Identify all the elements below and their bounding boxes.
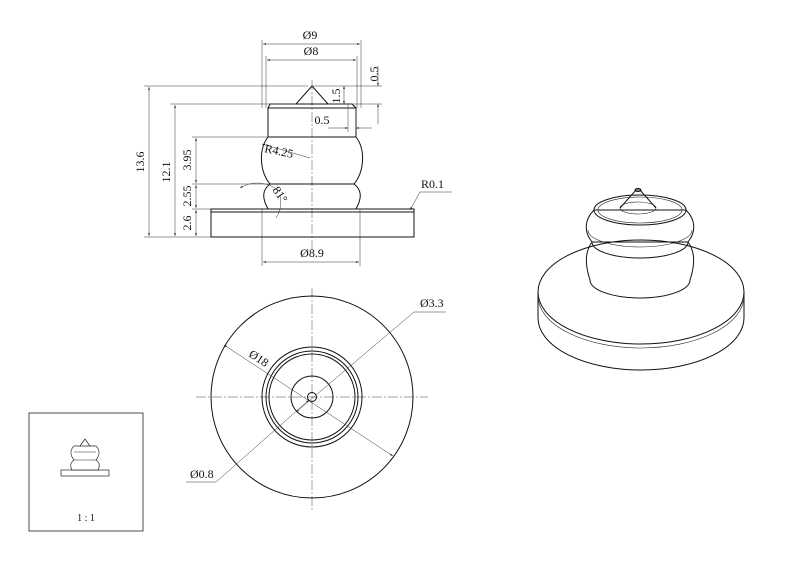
thumb-body [70,445,100,471]
dim-tip05v-label: 0.5 [367,67,381,82]
dim-dia8-label: Ø8 [304,44,319,58]
iso-body-upper-rim [591,241,689,259]
dim-dia9-label: Ø9 [303,28,318,42]
angle-arc-81 [239,182,281,193]
iso-flange-side [537,292,745,371]
angle-arc-81-b [275,195,282,219]
iso-body-lower [585,241,695,299]
scale-label: 1 : 1 [77,513,95,524]
dim-2-6-label: 2.6 [180,216,194,231]
dim-tip15-label: 1.5 [329,89,343,104]
thumbnail-box: 1 : 1 [28,412,144,532]
base-flange [210,208,415,238]
thumb-flange [60,469,110,477]
leader-r0-1 [409,191,452,211]
dim-dia89-label: Ø8.9 [300,246,324,260]
dim-angle-label: 81° [270,184,291,206]
iso-flange-top [537,239,745,345]
leader-dia3-3 [295,311,446,413]
dim-dia3-3-label: Ø3.3 [420,296,444,310]
dim-dia0-8-label: Ø0.8 [190,467,214,481]
iso-flange-edge [537,295,745,349]
leader-dia0-8 [186,399,310,483]
dim-r4-25-label: R4.25 [263,141,294,161]
dim-dia18-label: Ø18 [246,347,271,370]
dim-r0-1-label: R0.1 [421,177,444,191]
outer-flange-circle [210,295,414,499]
front-view: Ø9 Ø8 0.5 1.5 0.5 13.6 12.1 3. [133,28,452,266]
iso-body-top [593,194,687,226]
dim-13-6-label: 13.6 [133,152,147,173]
iso-tip-base [619,201,657,215]
iso-tip-cone [619,189,657,209]
iso-tip-point [634,188,642,192]
thumb-tip [79,438,91,447]
dim-12-1-label: 12.1 [159,162,173,183]
iso-body-top-inner [597,196,683,224]
dim-3-95-label: 3.95 [180,150,194,171]
top-view: Ø18 Ø3.3 Ø0.8 [186,288,446,510]
isometric-view [537,188,745,371]
iso-body-mid-line [587,229,693,248]
thumbnail-frame [28,412,144,532]
dim-2-55-label: 2.55 [180,186,194,207]
leader-r4-25 [261,143,311,159]
iso-body-lower-rim [589,279,691,299]
iso-body-upper [585,209,695,259]
dim-tip05h-label: 0.5 [315,113,330,127]
